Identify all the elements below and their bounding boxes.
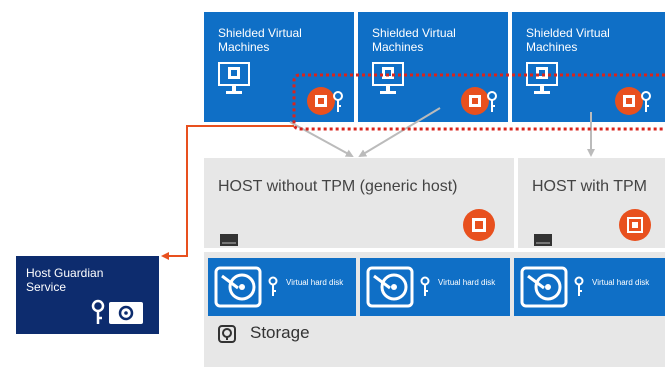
server-drive-icon — [534, 234, 552, 246]
chip-key-icon — [615, 87, 651, 115]
key-icon — [268, 276, 278, 296]
shielded-vm-label: Shielded Virtual Machines — [372, 26, 456, 54]
shielded-vm-tile-2: Shielded Virtual Machines — [358, 12, 508, 122]
host-guardian-service: Host Guardian Service — [16, 256, 159, 334]
vm-to-host-arrow — [289, 121, 354, 157]
host-label: HOST without TPM (generic host) — [218, 178, 458, 195]
host-label: HOST with TPM — [532, 178, 647, 195]
host-without-tpm: HOST without TPM (generic host) — [204, 158, 514, 248]
shielded-vm-tile-3: Shielded Virtual Machines — [512, 12, 665, 122]
storage-label: Storage — [250, 323, 310, 342]
storage-icon — [218, 325, 236, 343]
virtual-disk-label: Virtual hard disk — [286, 278, 344, 287]
monitor-icon — [372, 62, 404, 94]
shielded-vm-label: Shielded Virtual Machines — [218, 26, 302, 54]
monitor-icon — [218, 62, 250, 94]
virtual-disk-3: Virtual hard disk — [514, 258, 665, 316]
virtual-disk-label: Virtual hard disk — [438, 278, 496, 287]
chip-key-icon — [307, 87, 343, 115]
hgs-label: Host Guardian Service — [26, 266, 104, 294]
hard-disk-icon — [520, 266, 568, 308]
virtual-disk-1: Virtual hard disk — [208, 258, 356, 316]
key-icon — [574, 276, 584, 296]
chip-key-icon — [461, 87, 497, 115]
shielded-vm-tile-1: Shielded Virtual Machines — [204, 12, 354, 122]
shielded-vm-label: Shielded Virtual Machines — [526, 26, 610, 54]
hard-disk-icon — [214, 266, 262, 308]
virtual-disk-label: Virtual hard disk — [592, 278, 650, 287]
storage-panel: Virtual hard disk Virtual hard disk Virt — [204, 252, 665, 367]
host-with-tpm: HOST with TPM — [518, 158, 665, 248]
key-lock-icon — [91, 299, 143, 324]
hard-disk-icon — [366, 266, 414, 308]
key-icon — [420, 276, 430, 296]
virtual-disk-2: Virtual hard disk — [360, 258, 510, 316]
server-drive-icon — [220, 234, 238, 246]
chip-icon — [463, 209, 495, 241]
tpm-chip-icon — [619, 209, 651, 241]
monitor-icon — [526, 62, 558, 94]
